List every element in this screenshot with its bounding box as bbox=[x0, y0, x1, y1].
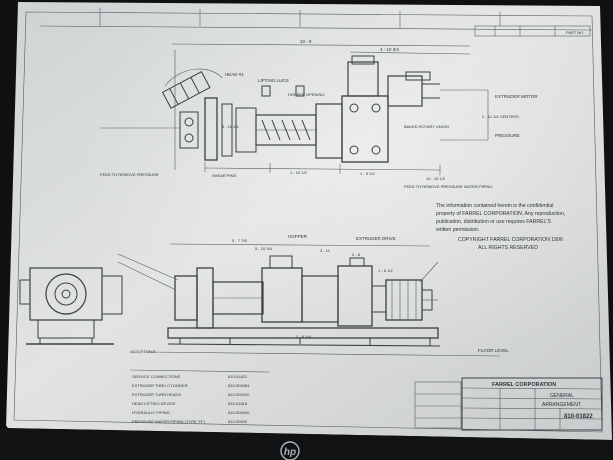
part-desc-2: EXTRUDER TURN HEADS bbox=[132, 392, 181, 397]
header-strip: PART NO. bbox=[39, 8, 593, 37]
part-no-2: 810-000010 bbox=[228, 392, 250, 397]
dim-b: 10 - 10 1/2 bbox=[426, 176, 446, 181]
end-view bbox=[19, 267, 123, 345]
confidential-notice: The information contained herein is the … bbox=[436, 203, 565, 251]
part-no-header: PART NO. bbox=[566, 30, 584, 35]
title-company: FARREL CORPORATION bbox=[492, 382, 556, 388]
part-desc-0: SERVICE CONNECTIONS bbox=[132, 374, 180, 379]
monitor-bottom-bezel bbox=[0, 428, 613, 460]
part-no-0: 810-01821 bbox=[228, 374, 248, 379]
title-general: GENERAL bbox=[550, 393, 574, 399]
label-water-piping: FEED TO REMOVE PRESSURE WATER PIPING bbox=[404, 184, 493, 189]
label-adjustable: ADJUSTABLE bbox=[130, 349, 156, 354]
plan-view: 10 - 8 4 - 10 3/4 HEAD #1 LIFTING LUGS H… bbox=[100, 39, 538, 189]
label-feed-left: FEED TO REMOVE PRESSURE bbox=[100, 172, 159, 177]
label-shear-pins: SHEAR PINS bbox=[212, 173, 237, 178]
part-no-5: 810-00000 bbox=[228, 419, 248, 424]
title-block: FARREL CORPORATION GENERAL ARRANGEMENT 8… bbox=[414, 377, 603, 431]
notice-line-2: property of FARREL CORPORATION. Any repr… bbox=[436, 211, 565, 217]
dim-j: 2 - 9 1/4 bbox=[296, 334, 311, 339]
part-desc-1: EXTRUDER THRU CYLINDER bbox=[132, 383, 188, 388]
dim-f: 3 - 11 bbox=[320, 248, 331, 253]
part-desc-5: PRESSURE WATER PIPING (TYPE "R") bbox=[132, 419, 206, 424]
dim-i: 1 - 6 1/2 bbox=[378, 268, 393, 273]
label-lifting-lugs: LIFTING LUGS bbox=[258, 78, 289, 83]
label-floor-level: FLOOR LEVEL bbox=[478, 348, 509, 353]
dim-g: 2 - 8 bbox=[352, 252, 361, 257]
notice-line-3: publication, distribution or use require… bbox=[436, 219, 551, 225]
notice-copyright: COPYRIGHT FARREL CORPORATION 1996 bbox=[458, 237, 563, 243]
notice-line-4: written permission. bbox=[436, 227, 479, 233]
part-no-4: 810-000000 bbox=[228, 410, 250, 415]
dim-d: 1 - 9 1/2 bbox=[360, 171, 375, 176]
notice-rights: ALL RIGHTS RESERVED bbox=[478, 245, 538, 251]
label-extruder-motor: EXTRUDER MOTOR bbox=[495, 94, 538, 99]
label-centers: 2 - 11 1/4 CENTERS bbox=[482, 114, 519, 119]
dim-h: 5 - 10 3/4 bbox=[255, 246, 273, 251]
label-rotary-union: BAKED ROTARY UNION bbox=[404, 124, 449, 129]
part-no-1: 810-000064 bbox=[228, 383, 250, 388]
label-hopper: HOPPER bbox=[288, 234, 308, 239]
label-head: HEAD #1 bbox=[225, 72, 244, 77]
label-hopper-opening: HOPPER OPENING bbox=[288, 92, 324, 97]
label-extruder-drive: EXTRUDER DRIVE bbox=[356, 236, 396, 241]
dim-a: 5 - 11 1/2 bbox=[222, 124, 239, 129]
notice-line-1: The information contained herein is the … bbox=[436, 203, 553, 209]
dim-e: 5 - 7 7/8 bbox=[232, 238, 247, 243]
label-pressure: PRESSURE bbox=[495, 133, 520, 138]
side-view: 5 - 7 7/8 3 - 11 2 - 8 HOPPER EXTRUDER D… bbox=[117, 234, 509, 357]
dim-overall: 10 - 8 bbox=[300, 39, 312, 44]
part-desc-3: HEAD LIFTING DEVICE bbox=[132, 401, 176, 406]
hp-logo-text: hp bbox=[284, 447, 296, 458]
part-desc-4: HYDRAULIC PIPING bbox=[132, 410, 170, 415]
drawing-number: 810-01822 bbox=[564, 414, 593, 420]
title-arrangement: ARRANGEMENT bbox=[542, 402, 581, 408]
dim-c: 1 - 10 1/2 bbox=[290, 170, 308, 175]
hp-logo: hp bbox=[280, 441, 300, 460]
dim-top-right: 4 - 10 3/4 bbox=[380, 47, 400, 52]
part-no-3: 810-01818 bbox=[228, 401, 248, 406]
parts-list: SERVICE CONNECTIONS 810-01821 EXTRUDER T… bbox=[129, 369, 271, 424]
